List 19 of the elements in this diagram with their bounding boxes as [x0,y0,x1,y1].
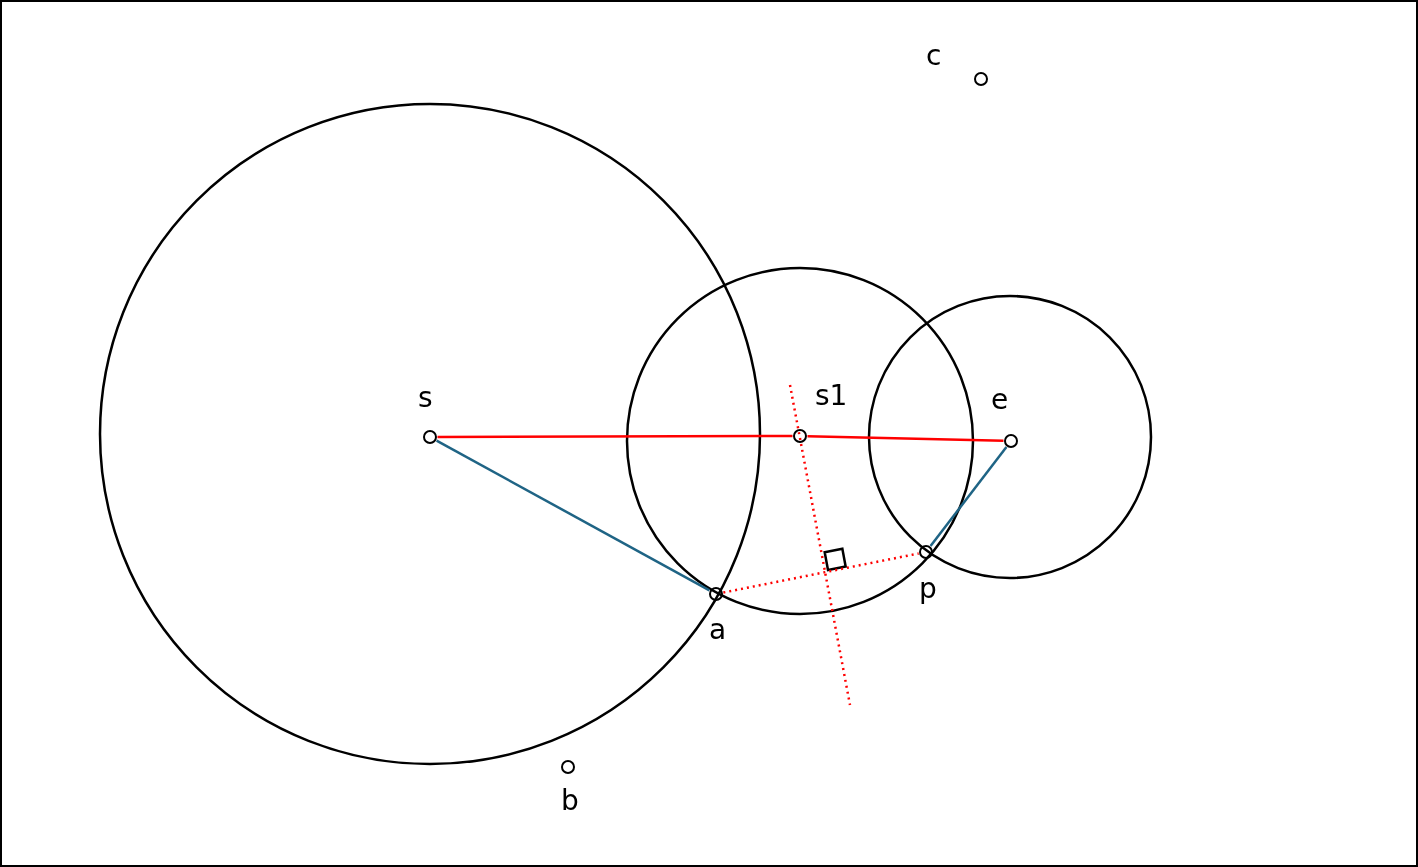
point-label: s1 [815,382,848,410]
point-label: s [418,384,433,412]
point-marker [1003,433,1018,448]
line-segment [807,434,1004,443]
line-segment [437,434,793,439]
point-marker [973,71,988,86]
point-label: p [919,575,937,603]
point-marker [918,544,933,559]
point-label: e [991,386,1009,414]
point-marker [560,759,575,774]
point-label: c [926,42,942,70]
point-marker [708,586,723,601]
point-marker [422,429,437,444]
point-label: b [561,787,579,815]
line-segment [929,446,1008,547]
point-marker [792,428,807,443]
point-label: a [709,616,727,644]
line-segment [435,439,711,592]
dotted-line [723,552,919,594]
